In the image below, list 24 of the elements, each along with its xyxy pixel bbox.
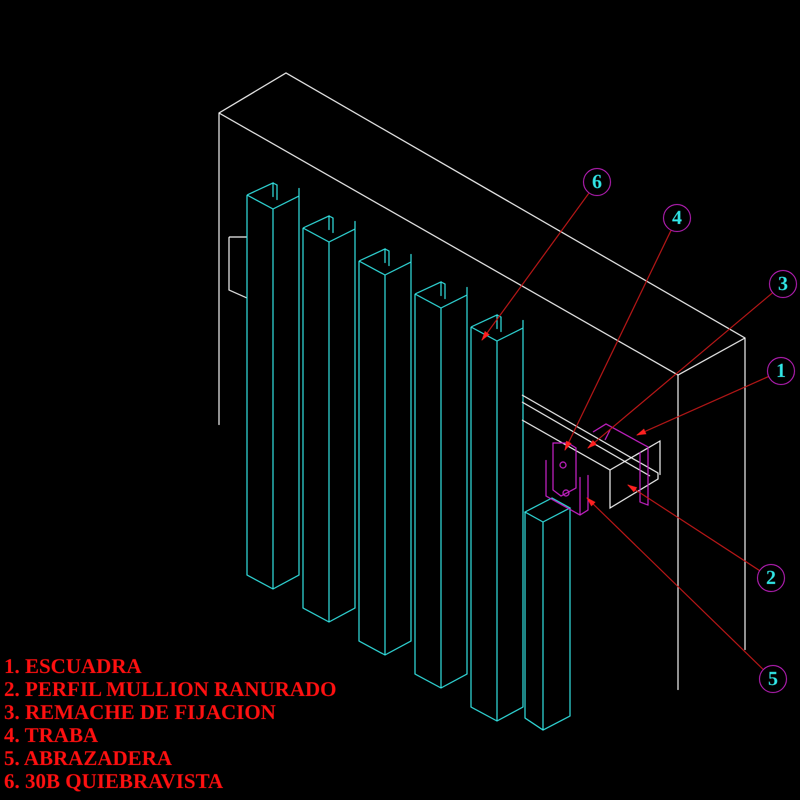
legend-item: 2. PERFIL MULLION RANURADO: [4, 678, 337, 701]
callout-number: 4: [672, 208, 682, 228]
callout-circle: [759, 665, 787, 693]
legend-item: 4. TRABA: [4, 724, 98, 747]
leader-line: [636, 376, 768, 436]
leader-line: [587, 292, 773, 449]
callout-number: 3: [778, 274, 788, 294]
leader-line: [586, 497, 764, 670]
callout-number: 1: [776, 361, 786, 381]
legend-item: 1. ESCUADRA: [4, 655, 142, 678]
callout-circle: [583, 168, 611, 196]
callout-circle: [757, 564, 785, 592]
legend-item: 6. 30B QUIEBRAVISTA: [4, 770, 224, 793]
callout-circle: [769, 270, 797, 298]
legend-item: 5. ABRAZADERA: [4, 747, 172, 770]
callout-number: 5: [768, 669, 778, 689]
callout-number: 2: [766, 568, 776, 588]
callout-circle: [767, 357, 795, 385]
legend-item: 3. REMACHE DE FIJACION: [4, 701, 276, 724]
leader-line: [564, 230, 672, 451]
callout-circle: [663, 204, 691, 232]
leader-line: [627, 484, 760, 571]
callout-number: 6: [592, 172, 602, 192]
leader-line: [481, 193, 590, 341]
